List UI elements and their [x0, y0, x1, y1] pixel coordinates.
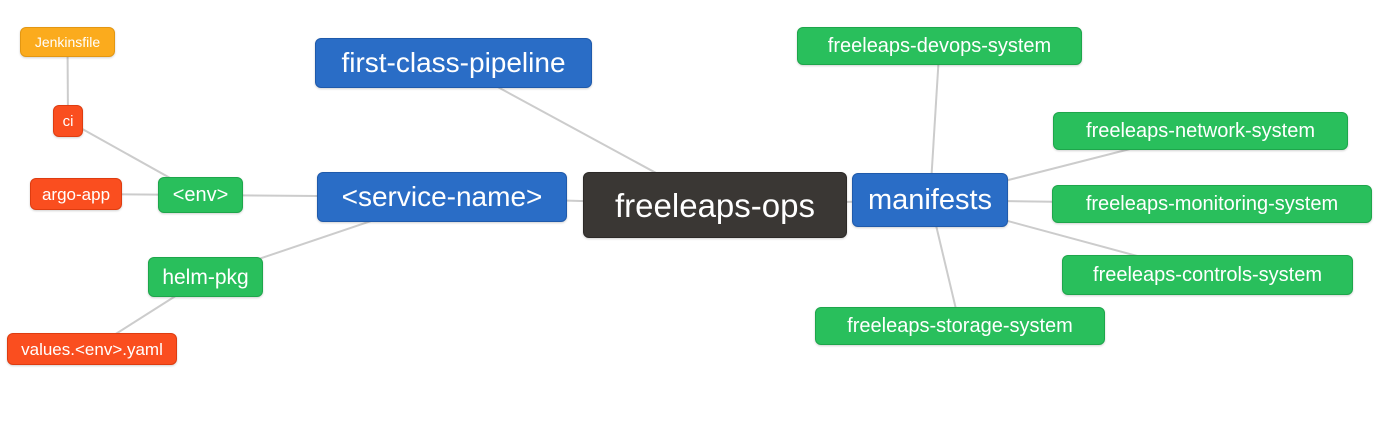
node-service-name[interactable]: <service-name> [317, 172, 567, 222]
node-freeleaps-storage-system[interactable]: freeleaps-storage-system [815, 307, 1105, 345]
node-jenkinsfile[interactable]: Jenkinsfile [20, 27, 115, 57]
node-ci[interactable]: ci [53, 105, 83, 137]
node-argo-app[interactable]: argo-app [30, 178, 122, 210]
node-helm-pkg[interactable]: helm-pkg [148, 257, 263, 297]
node-freeleaps-network-system[interactable]: freeleaps-network-system [1053, 112, 1348, 150]
node-freeleaps-controls-system[interactable]: freeleaps-controls-system [1062, 255, 1353, 295]
node-freeleaps-ops[interactable]: freeleaps-ops [583, 172, 847, 238]
node-manifests[interactable]: manifests [852, 173, 1008, 227]
node-values-env-yaml[interactable]: values.<env>.yaml [7, 333, 177, 365]
node-env[interactable]: <env> [158, 177, 243, 213]
node-freeleaps-monitoring-system[interactable]: freeleaps-monitoring-system [1052, 185, 1372, 223]
node-first-class-pipeline[interactable]: first-class-pipeline [315, 38, 592, 88]
node-freeleaps-devops-system[interactable]: freeleaps-devops-system [797, 27, 1082, 65]
